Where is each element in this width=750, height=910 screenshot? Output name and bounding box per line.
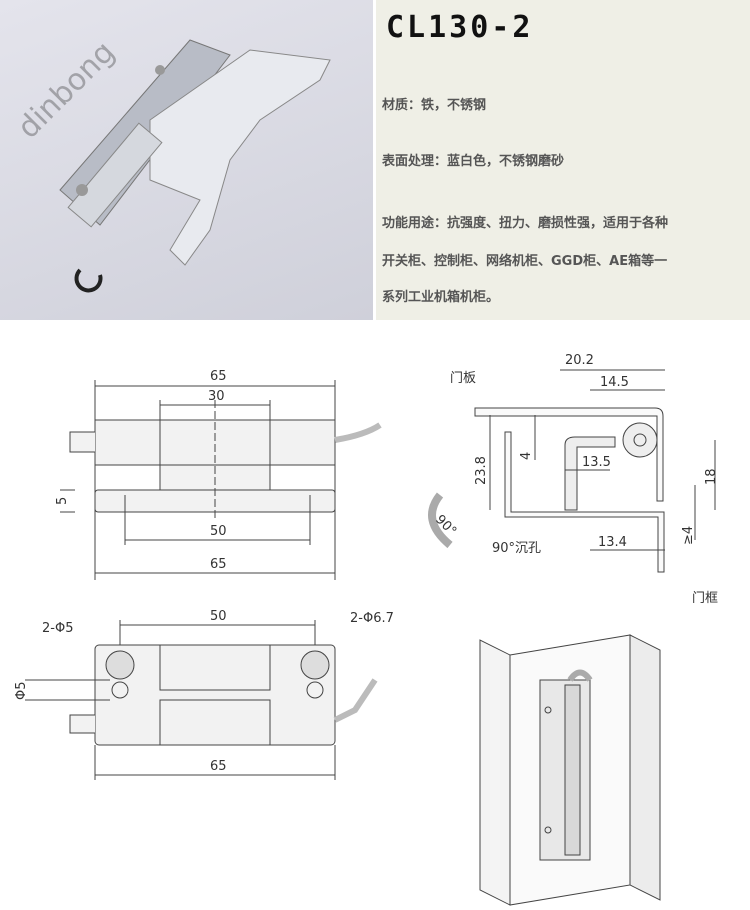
dim-18: 18 bbox=[704, 468, 719, 485]
surface-text: 表面处理：蓝白色，不锈钢磨砂 bbox=[382, 154, 565, 169]
isometric-view-drawing bbox=[479, 634, 661, 906]
material-text: 材质：铁，不锈钢 bbox=[382, 98, 487, 113]
dim-phi5: Φ5 bbox=[14, 681, 29, 700]
dim-65-bottom: 65 bbox=[210, 557, 227, 572]
dim-30: 30 bbox=[208, 389, 225, 404]
model-title: CL130-2 bbox=[386, 10, 534, 45]
spec-panel: CL130-2 材质：铁，不锈钢 表面处理：蓝白色，不锈钢磨砂 功能用途：抗强度… bbox=[376, 0, 750, 320]
section-view-drawing: 20.2 14.5 23.8 4 13.5 18 13.4 ≥4 门板 门框 9… bbox=[428, 353, 719, 606]
dim-13-5: 13.5 bbox=[582, 455, 611, 470]
function-text-3: 系列工业机箱机柜。 bbox=[382, 290, 500, 305]
dim-50: 50 bbox=[210, 524, 227, 539]
dim-2-phi6-7: 2-Φ6.7 bbox=[350, 611, 394, 626]
dim-14-5: 14.5 bbox=[600, 375, 629, 390]
product-photo: dinbong bbox=[0, 0, 373, 320]
dim-13-4: 13.4 bbox=[598, 535, 627, 550]
dim-5: 5 bbox=[55, 497, 70, 505]
dim-65-bottom-view: 65 bbox=[210, 759, 227, 774]
front-view-drawing: 65 30 5 50 65 bbox=[55, 369, 382, 580]
dim-4: 4 bbox=[519, 452, 534, 460]
dim-ge4: ≥4 bbox=[681, 526, 696, 545]
dim-50-holes: 50 bbox=[210, 609, 227, 624]
dim-65-top: 65 bbox=[210, 369, 227, 384]
function-text-2: 开关柜、控制柜、网络机柜、GGD柜、AE箱等一 bbox=[382, 254, 668, 269]
dim-23-8: 23.8 bbox=[474, 456, 489, 485]
hinge-photo-illustration: dinbong bbox=[11, 35, 331, 293]
label-countersink: 90°沉孔 bbox=[492, 541, 541, 556]
label-door-panel: 门板 bbox=[450, 371, 476, 386]
dim-2-phi5: 2-Φ5 bbox=[42, 621, 73, 636]
technical-drawings: 65 30 5 50 65 50 2-Φ5 2-Φ6.7 Φ5 65 20.2 … bbox=[0, 320, 750, 906]
bottom-view-drawing: 50 2-Φ5 2-Φ6.7 Φ5 65 bbox=[14, 609, 394, 780]
dim-20-2: 20.2 bbox=[565, 353, 594, 368]
function-text-1: 功能用途：抗强度、扭力、磨损性强，适用于各种 bbox=[382, 216, 669, 231]
watermark: dinbong bbox=[11, 35, 122, 146]
label-door-frame: 门框 bbox=[692, 591, 718, 606]
product-header: dinbong CL130-2 材质：铁，不锈钢 表面处理：蓝白色，不锈钢磨砂 … bbox=[0, 0, 750, 320]
